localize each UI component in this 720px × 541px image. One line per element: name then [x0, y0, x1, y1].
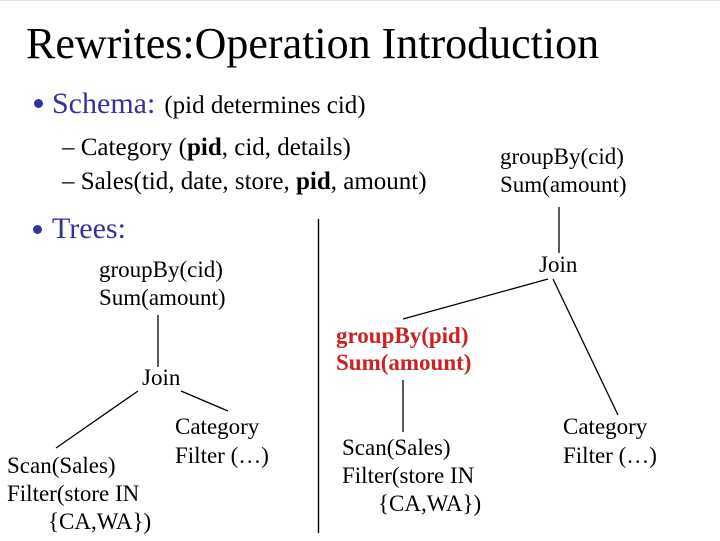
schema-item-bold: pid [295, 168, 331, 195]
operator-label: groupBy(pid) [336, 323, 469, 348]
bullet-icon [34, 99, 43, 108]
operator-label: Category [175, 414, 260, 439]
schema-label: Schema: [52, 87, 156, 120]
schema-items: – Category (pid, cid, details) – Sales(t… [62, 131, 427, 199]
edge-left-join-scan [55, 390, 139, 449]
right-tree-category-node: Category Filter (…) [563, 412, 657, 470]
left-tree-scan-node: Scan(Sales) Filter(store IN {CA,WA}) [7, 452, 151, 536]
right-tree-scan-node: Scan(Sales) Filter(store IN {CA,WA}) [342, 434, 481, 518]
bullet-icon [33, 225, 42, 234]
right-tree-join-node: Join [539, 252, 578, 277]
operator-label: Scan(Sales) [7, 453, 116, 478]
schema-note: (pid determines cid) [164, 92, 366, 119]
operator-label: groupBy(cid) [500, 144, 624, 169]
operator-label: Scan(Sales) [342, 435, 451, 460]
right-tree-root-node: groupBy(cid) Sum(amount) [500, 143, 627, 199]
operator-label: Filter(store IN [7, 481, 140, 506]
schema-item-text: – Sales(tid, date, store, [62, 168, 296, 195]
edge-right-join-category [552, 278, 619, 416]
schema-item-text: – Category ( [62, 134, 187, 161]
schema-item-text: , cid, details) [221, 134, 351, 161]
operator-label: Sum(amount) [500, 172, 627, 197]
slide-title: Rewrites:Operation Introduction [26, 19, 600, 68]
operator-label: groupBy(cid) [99, 257, 223, 282]
operator-label: Filter (…) [175, 443, 269, 468]
operator-label: {CA,WA}) [48, 509, 152, 534]
schema-item-sales: – Sales(tid, date, store, pid, amount) [62, 165, 427, 199]
schema-item-bold: pid [186, 134, 222, 161]
operator-label: {CA,WA}) [378, 491, 482, 516]
operator-label: Sum(amount) [99, 285, 226, 310]
schema-item-text: , amount) [330, 168, 427, 195]
left-tree-join-node: Join [142, 365, 181, 390]
operator-label: Filter (…) [563, 443, 657, 468]
pushed-groupby-node: groupBy(pid) Sum(amount) [336, 322, 471, 376]
operator-label: Filter(store IN [342, 463, 475, 488]
schema-item-category: – Category (pid, cid, details) [62, 131, 427, 165]
operator-label: Category [563, 414, 648, 439]
left-tree-category-node: Category Filter (…) [175, 412, 269, 470]
left-tree-root-node: groupBy(cid) Sum(amount) [99, 256, 226, 312]
trees-label: Trees: [52, 212, 126, 245]
edge-right-join-groupby [402, 278, 549, 320]
edge-left-join-category [180, 390, 229, 412]
operator-label: Sum(amount) [336, 350, 472, 375]
schema-bullet: Schema: (pid determines cid) [52, 86, 366, 122]
